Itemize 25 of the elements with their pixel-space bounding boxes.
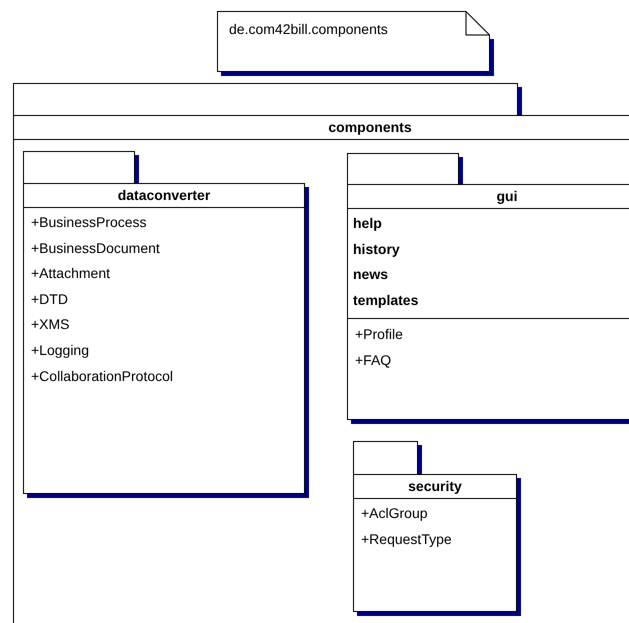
class-name: +XMS — [31, 315, 70, 334]
uml-package — [23, 151, 309, 498]
note-text: de.com42bill.components — [229, 21, 388, 37]
class-name: +Profile — [355, 325, 403, 344]
package-name: components — [13, 115, 629, 140]
package-name: dataconverter — [23, 183, 305, 208]
package-name: gui — [347, 184, 629, 209]
class-name: +FAQ — [355, 351, 392, 369]
class-name: +Logging — [31, 341, 90, 359]
uml-package — [13, 83, 629, 623]
subpackage-name: help — [353, 214, 382, 232]
note-box — [217, 11, 494, 76]
class-name: +CollaborationProtocol — [31, 366, 174, 385]
class-name: +BusinessProcess — [31, 213, 147, 231]
uml-package — [353, 441, 521, 616]
subpackage-name: templates — [353, 290, 418, 309]
class-name: +DTD — [31, 290, 68, 308]
class-name: +AclGroup — [361, 504, 428, 522]
package-name: security — [353, 474, 517, 499]
subpackage-name: news — [353, 265, 388, 284]
class-name: +BusinessDocument — [31, 238, 160, 257]
class-name: +Attachment — [31, 264, 110, 282]
uml-package — [347, 153, 629, 424]
class-name: +RequestType — [361, 530, 452, 548]
subpackage-name: history — [353, 240, 400, 258]
